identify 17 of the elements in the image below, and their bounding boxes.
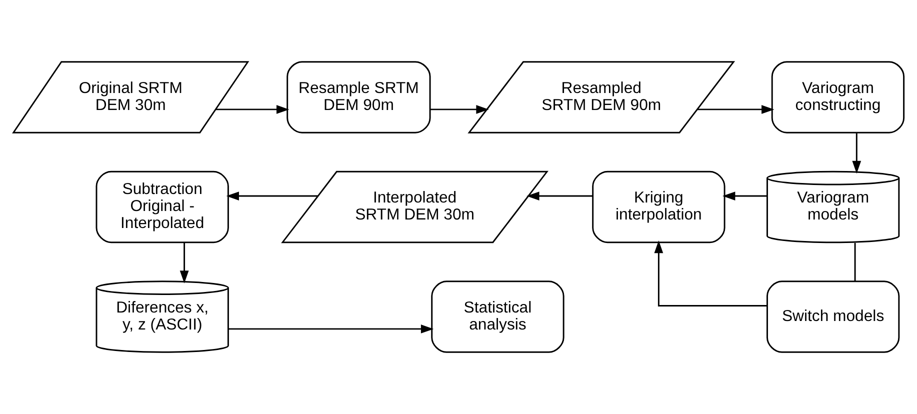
connector	[854, 242, 856, 282]
arrow	[180, 242, 189, 284]
arrow	[526, 192, 593, 200]
node-box: Variogram constructing	[771, 61, 905, 134]
arrow	[430, 105, 489, 114]
arrow	[852, 133, 862, 174]
node-box: Subtraction Original - Interpolated	[96, 170, 229, 244]
node-box: Statistical analysis	[431, 280, 564, 353]
arrow	[226, 192, 318, 200]
arrow	[216, 105, 290, 114]
node-box: Resample SRTM DEM 90m	[286, 61, 431, 134]
arrow	[654, 240, 768, 307]
node-box: Switch models	[766, 280, 900, 353]
arrow	[722, 192, 768, 200]
arrow	[228, 324, 434, 334]
node-box: Kriging interpolation	[592, 170, 726, 244]
arrow	[697, 105, 774, 114]
